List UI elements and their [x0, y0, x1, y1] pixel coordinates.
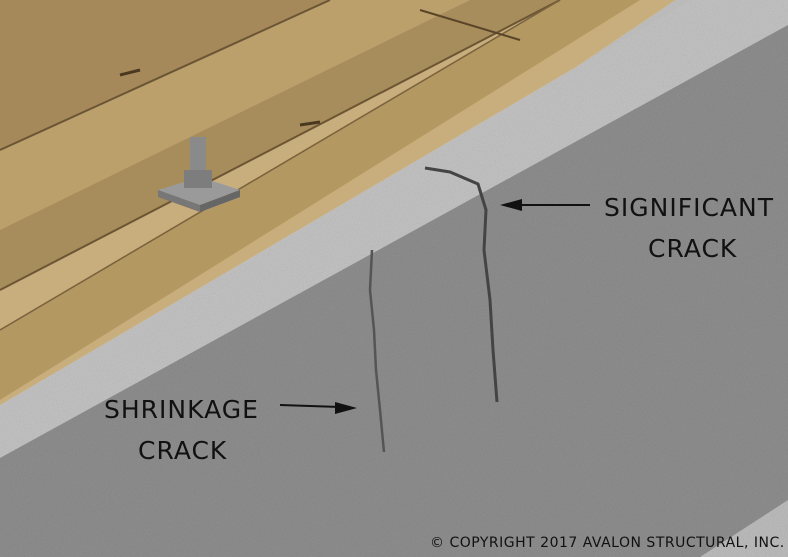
shrinkage-crack-arrow: [279, 402, 357, 414]
significant-crack-label: SIGNIFICANT: [604, 193, 774, 222]
significant-crack: [424, 166, 499, 403]
shrinkage-crack-label-line2: CRACK: [138, 436, 228, 465]
significant-crack-arrow: [500, 199, 590, 211]
shrinkage-crack: [368, 249, 386, 453]
significant-crack-label-line2: CRACK: [648, 234, 738, 263]
copyright-notice: © COPYRIGHT 2017 AVALON STRUCTURAL, INC.: [430, 535, 785, 551]
anchor-bolt: [158, 137, 240, 212]
shrinkage-crack-label: SHRINKAGE: [104, 395, 259, 424]
